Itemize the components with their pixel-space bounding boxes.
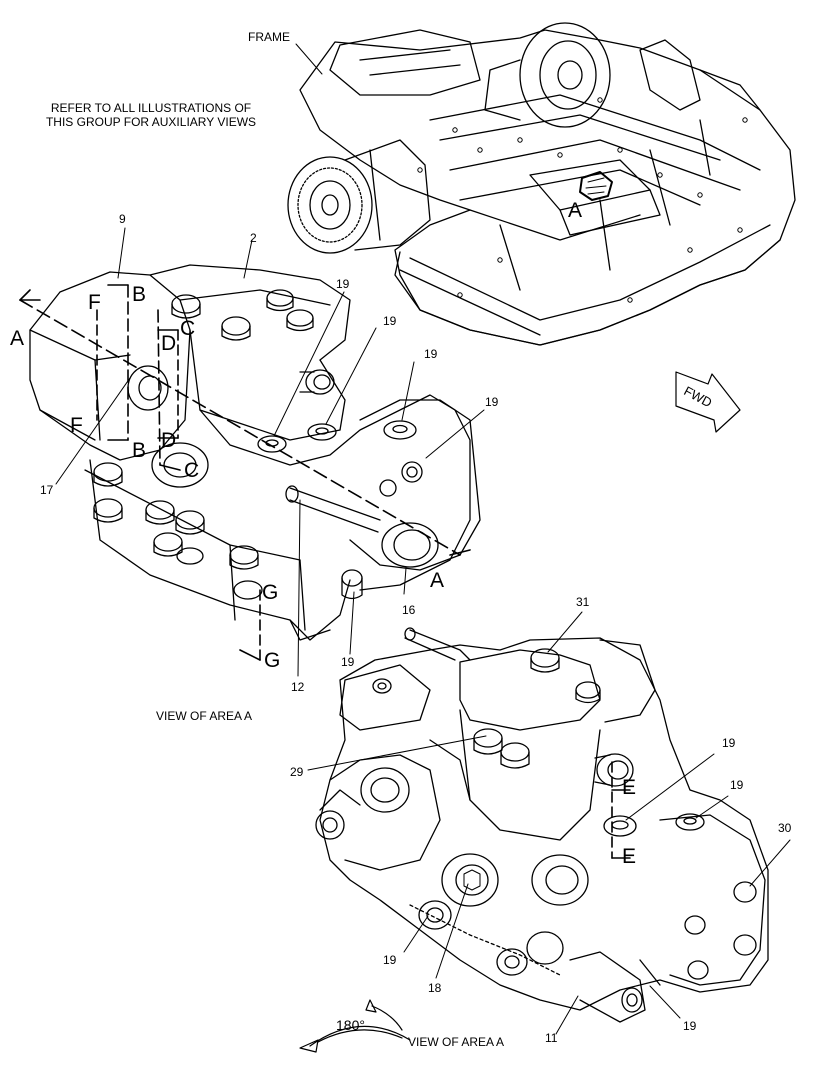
callout-19: 19 [485, 395, 499, 409]
lower-bolt-group [93, 462, 263, 600]
callout-19: 19 [383, 953, 397, 967]
valve-assembly-top [29, 264, 481, 641]
section-letter-g-bottom: G [264, 649, 281, 672]
frame-wheel-hub-rear [484, 22, 611, 128]
rotation-label: 180° [336, 1017, 365, 1033]
section-letter-c-top: C [180, 317, 196, 340]
section-letter-f-top: F [88, 291, 101, 314]
callout-19: 19 [336, 277, 350, 291]
view-caption-bottom: VIEW OF AREA A [408, 1035, 505, 1049]
callout-2: 2 [250, 231, 257, 245]
leaders-top [55, 227, 485, 677]
section-letter-b-top: B [132, 283, 147, 306]
refer-note-line2: THIS GROUP FOR AUXILIARY VIEWS [45, 115, 257, 129]
callout-17: 17 [40, 483, 54, 497]
forward-direction-arrow [675, 371, 741, 433]
callout-29: 29 [290, 765, 304, 779]
callout-19: 19 [730, 778, 744, 792]
callout-19: 19 [341, 655, 355, 669]
callout-18: 18 [428, 981, 442, 995]
view-caption-top: VIEW OF AREA A [156, 709, 253, 723]
callout-9: 9 [119, 212, 126, 226]
callout-11: 11 [545, 1031, 558, 1045]
section-letter-a-left: A [10, 327, 25, 350]
refer-note-line1: REFER TO ALL ILLUSTRATIONS OF [50, 101, 252, 115]
section-letter-d-top: D [161, 332, 177, 355]
section-letter-b-bottom: B [132, 439, 147, 462]
callout-19: 19 [683, 1019, 697, 1033]
callout-19: 19 [722, 736, 736, 750]
rotation-arrow [299, 999, 411, 1053]
section-letter-a-right: A [430, 569, 445, 592]
section-letter-g-top: G [262, 581, 279, 604]
refer-note: REFER TO ALL ILLUSTRATIONS OF THIS GROUP… [26, 101, 276, 129]
callout-16: 16 [402, 603, 416, 617]
frame-wheel-hub-front [287, 139, 431, 254]
section-lines-bottom [611, 761, 631, 859]
section-lines-top [19, 284, 471, 661]
callout-31: 31 [576, 595, 590, 609]
callout-19: 19 [424, 347, 438, 361]
callout-19: 19 [383, 314, 397, 328]
section-letter-f-bottom: F [70, 414, 83, 437]
valve-assembly-bottom [315, 627, 769, 1023]
callout-30: 30 [778, 821, 792, 835]
top-bolt-group [171, 289, 314, 341]
section-letter-e-top: E [622, 776, 637, 799]
machine-frame [299, 29, 796, 346]
area-marker-a: A [568, 199, 583, 222]
leaders-bottom [307, 611, 791, 1035]
frame-label: FRAME [248, 30, 290, 44]
section-letter-d-bottom: D [161, 429, 177, 452]
callout-12: 12 [291, 680, 305, 694]
section-letter-c-bottom: C [184, 459, 200, 482]
leader-frame [295, 43, 323, 75]
section-letter-e-bottom: E [622, 845, 637, 868]
